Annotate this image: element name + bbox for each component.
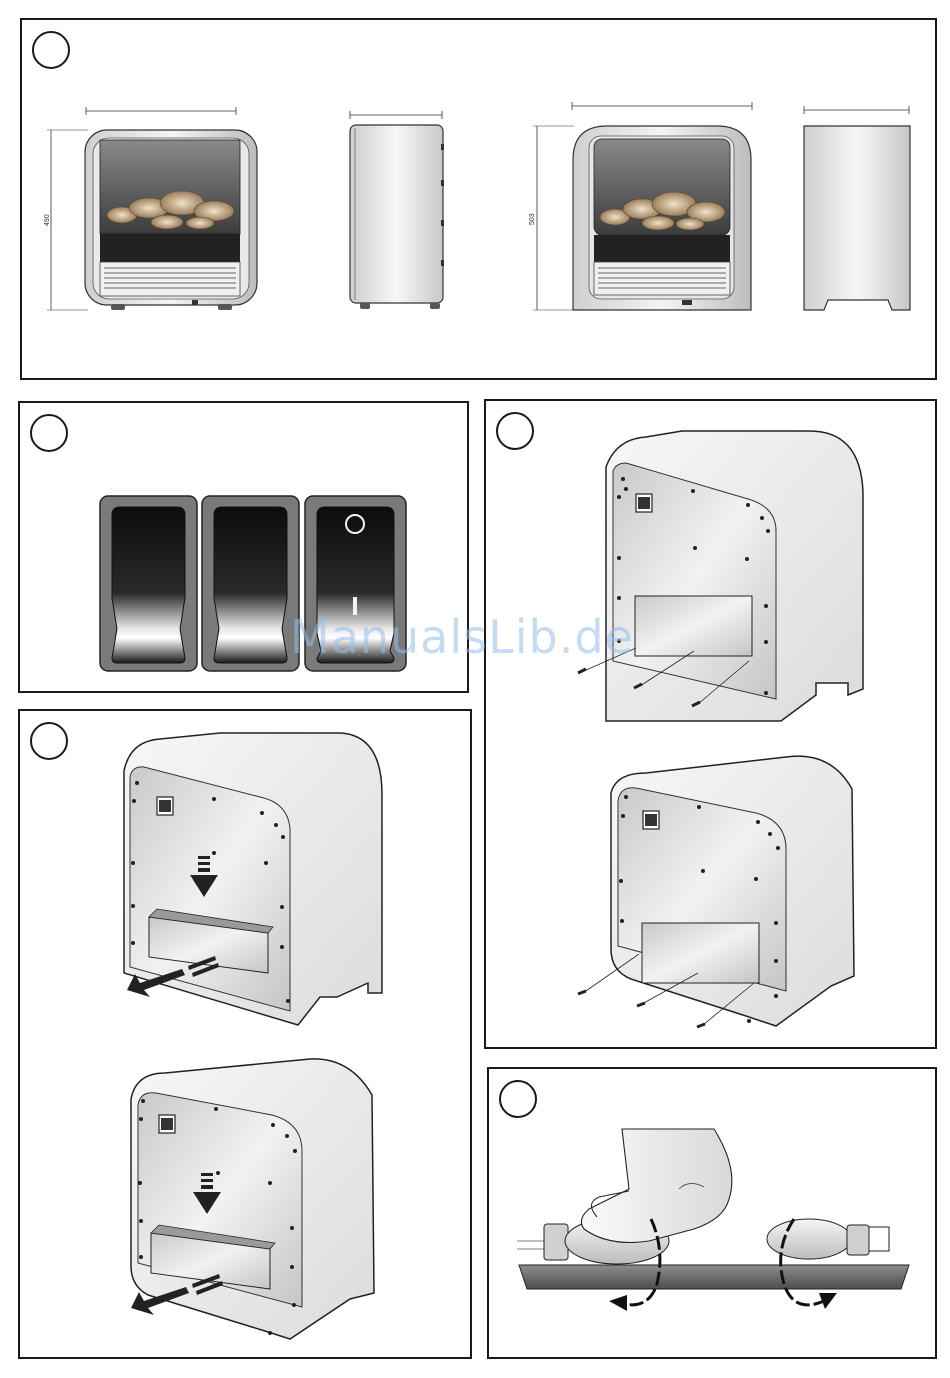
small-side-view: [350, 111, 444, 309]
switch-panel-drawing: [20, 403, 471, 695]
rocker-switch-1: [100, 496, 197, 671]
rocker-switch-power: [305, 496, 406, 671]
dimension-height-small: 490: [44, 214, 51, 226]
rocker-switch-2: [202, 496, 299, 671]
on-symbol-icon: [353, 597, 357, 615]
heater-rear-lower: [131, 1059, 374, 1339]
tip-over-switch-drawing: [20, 711, 474, 1361]
dimension-drawings: 490: [22, 20, 939, 382]
figure-2-switches: [18, 401, 469, 693]
figure-4-tip-over-switch: [18, 709, 472, 1359]
figure-3-rear-panel-screws: [484, 399, 937, 1049]
large-side-view: [804, 106, 910, 310]
heater-rear-lower: [578, 756, 854, 1027]
hand-icon: [581, 1129, 731, 1243]
figure-1-dimensions: 490: [20, 18, 937, 380]
small-front-view: 490: [44, 107, 257, 310]
rear-panel-drawing: [486, 401, 939, 1051]
bulb-replacement-drawing: [489, 1069, 939, 1361]
figure-5-bulb-replacement: [487, 1067, 937, 1359]
heater-rear-upper: [578, 431, 863, 721]
dimension-height-large: 503: [529, 213, 536, 225]
heater-rear-upper: [124, 733, 382, 1025]
large-front-view: 503: [529, 102, 752, 310]
